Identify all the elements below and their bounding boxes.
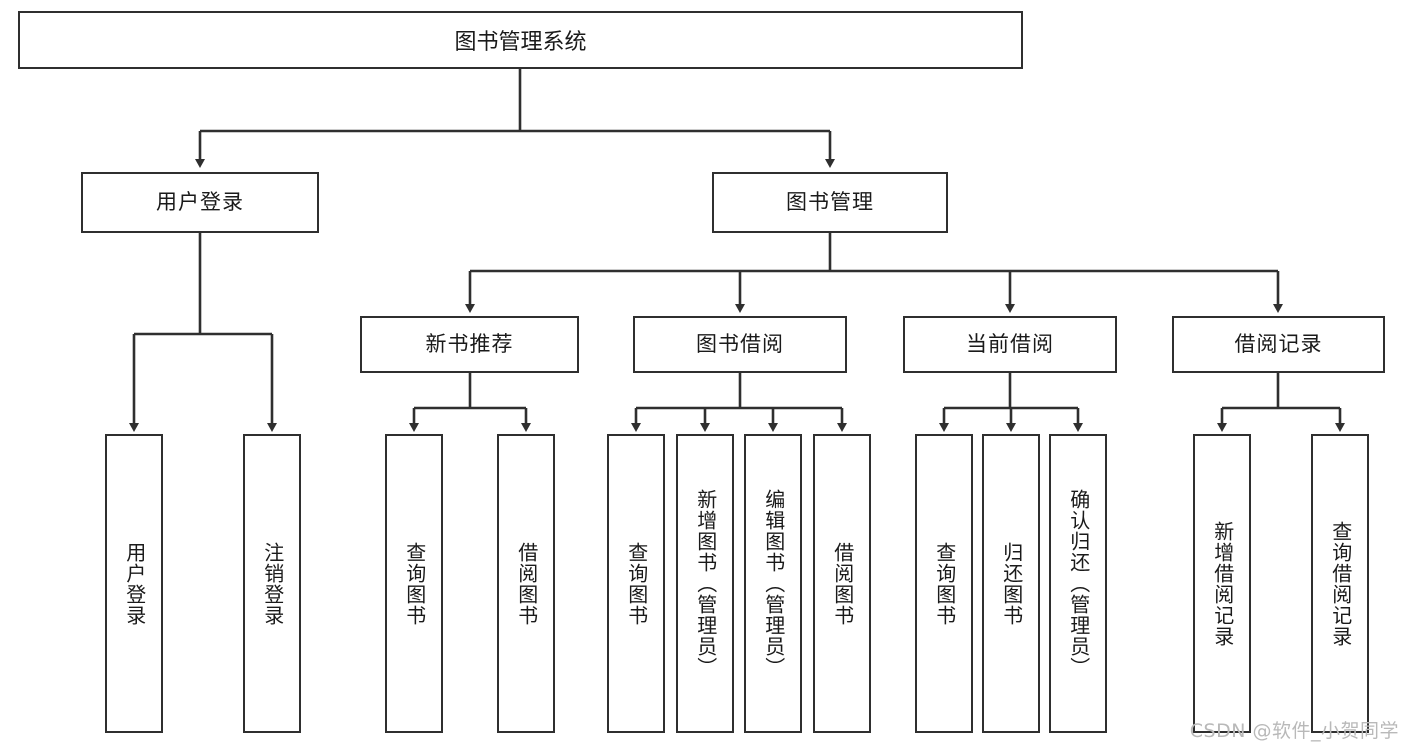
leaf-cb-confirm-return[interactable]: 确认归还（管理员） xyxy=(1049,434,1107,733)
node-book-manage[interactable]: 图书管理 xyxy=(712,172,948,233)
leaf-bb-add-book[interactable]: 新增图书（管理员） xyxy=(676,434,734,733)
node-current-borrow-label: 当前借阅 xyxy=(966,331,1054,356)
leaf-br-query-record[interactable]: 查询借阅记录 xyxy=(1311,434,1369,733)
leaf-br-query-record-label: 查询借阅记录 xyxy=(1328,520,1353,647)
leaf-bb-query-book-label: 查询图书 xyxy=(624,541,649,626)
leaf-bb-edit-book-label: 编辑图书（管理员） xyxy=(761,489,786,678)
leaf-br-add-record-label: 新增借阅记录 xyxy=(1210,520,1235,647)
node-user-login[interactable]: 用户登录 xyxy=(81,172,319,233)
leaf-bb-edit-book[interactable]: 编辑图书（管理员） xyxy=(744,434,802,733)
leaf-user-login[interactable]: 用户登录 xyxy=(105,434,163,733)
node-user-login-label: 用户登录 xyxy=(156,189,244,214)
node-borrow-record[interactable]: 借阅记录 xyxy=(1172,316,1385,373)
leaf-bb-borrow-book[interactable]: 借阅图书 xyxy=(813,434,871,733)
leaf-cb-confirm-return-label: 确认归还（管理员） xyxy=(1066,489,1091,678)
node-current-borrow[interactable]: 当前借阅 xyxy=(903,316,1117,373)
node-new-book-recommend[interactable]: 新书推荐 xyxy=(360,316,579,373)
node-book-borrow-label: 图书借阅 xyxy=(696,331,784,356)
leaf-logout[interactable]: 注销登录 xyxy=(243,434,301,733)
node-book-manage-label: 图书管理 xyxy=(786,189,874,214)
leaf-bb-add-book-label: 新增图书（管理员） xyxy=(693,489,718,678)
leaf-bb-borrow-book-label: 借阅图书 xyxy=(830,541,855,626)
leaf-user-login-label: 用户登录 xyxy=(122,541,147,626)
leaf-br-add-record[interactable]: 新增借阅记录 xyxy=(1193,434,1251,733)
leaf-nb-borrow-book-label: 借阅图书 xyxy=(514,541,539,626)
node-root[interactable]: 图书管理系统 xyxy=(18,11,1023,69)
leaf-cb-query-book[interactable]: 查询图书 xyxy=(915,434,973,733)
leaf-cb-return-book-label: 归还图书 xyxy=(999,541,1024,626)
leaf-bb-query-book[interactable]: 查询图书 xyxy=(607,434,665,733)
node-book-borrow[interactable]: 图书借阅 xyxy=(633,316,847,373)
leaf-nb-query-book[interactable]: 查询图书 xyxy=(385,434,443,733)
leaf-cb-return-book[interactable]: 归还图书 xyxy=(982,434,1040,733)
watermark: CSDN @软件_小贺同学 xyxy=(1189,720,1399,742)
leaf-logout-label: 注销登录 xyxy=(260,541,285,626)
node-borrow-record-label: 借阅记录 xyxy=(1234,331,1323,356)
leaf-nb-borrow-book[interactable]: 借阅图书 xyxy=(497,434,555,733)
node-new-book-recommend-label: 新书推荐 xyxy=(425,331,514,356)
node-root-label: 图书管理系统 xyxy=(454,30,587,55)
leaf-cb-query-book-label: 查询图书 xyxy=(932,541,957,626)
leaf-nb-query-book-label: 查询图书 xyxy=(402,541,427,626)
